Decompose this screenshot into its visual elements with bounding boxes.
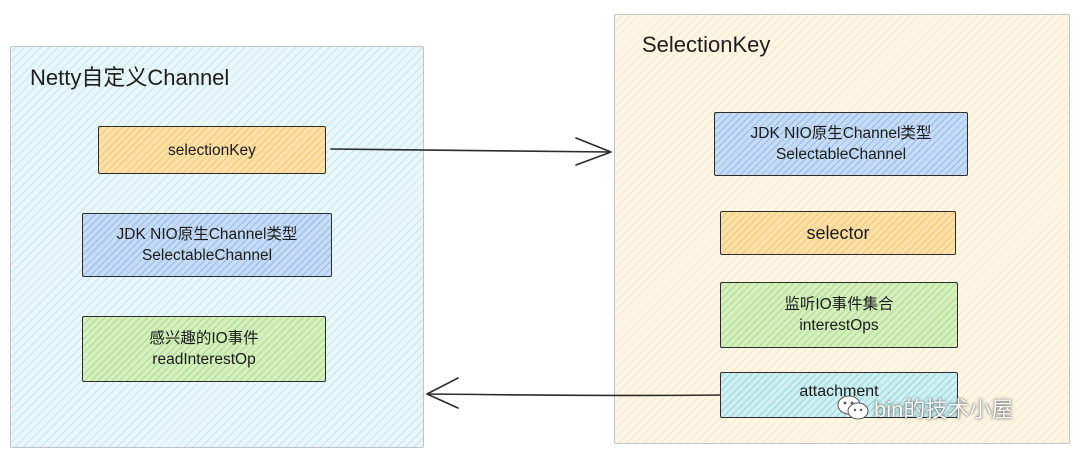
selection-key-title: SelectionKey bbox=[642, 32, 771, 57]
attachment-box: attachment bbox=[720, 372, 958, 418]
selection-key-arrowhead bbox=[575, 137, 612, 166]
selection-key-to-selectionkey-arrow bbox=[330, 148, 611, 153]
selector-box: selector bbox=[720, 211, 956, 255]
left-selectable-channel-line2: SelectableChannel bbox=[141, 247, 273, 264]
wechat-icon bbox=[837, 395, 869, 420]
interest-ops-line2: interestOps bbox=[799, 317, 879, 334]
attachment-arrowhead bbox=[426, 377, 459, 409]
attachment-to-netty-channel-arrow bbox=[427, 393, 721, 397]
selector-label: selector bbox=[806, 222, 870, 243]
right-selectable-channel-line1: JDK NIO原生Channel类型 bbox=[750, 125, 932, 142]
attachment-label: attachment bbox=[799, 383, 879, 400]
netty-channel-title: Netty自定义Channel bbox=[30, 65, 230, 90]
watermark-text: bin的技术小屋 bbox=[874, 397, 1014, 422]
left-selectable-channel-box: JDK NIO原生Channel类型 SelectableChannel bbox=[82, 213, 332, 277]
read-interest-op-line2: readInterestOp bbox=[152, 351, 256, 368]
left-selectable-channel-line1: JDK NIO原生Channel类型 bbox=[116, 226, 298, 243]
selection-key-field-label: selectionKey bbox=[168, 141, 256, 159]
read-interest-op-box: 感兴趣的IO事件 readInterestOp bbox=[82, 316, 326, 382]
interest-ops-box: 监听IO事件集合 interestOps bbox=[720, 282, 958, 348]
right-selectable-channel-box: JDK NIO原生Channel类型 SelectableChannel bbox=[714, 112, 968, 176]
selection-key-field-box: selectionKey bbox=[98, 126, 326, 174]
read-interest-op-line1: 感兴趣的IO事件 bbox=[149, 330, 259, 347]
right-selectable-channel-line2: SelectableChannel bbox=[775, 146, 907, 163]
watermark: bin的技术小屋 bbox=[836, 392, 1013, 424]
interest-ops-line1: 监听IO事件集合 bbox=[784, 296, 894, 313]
